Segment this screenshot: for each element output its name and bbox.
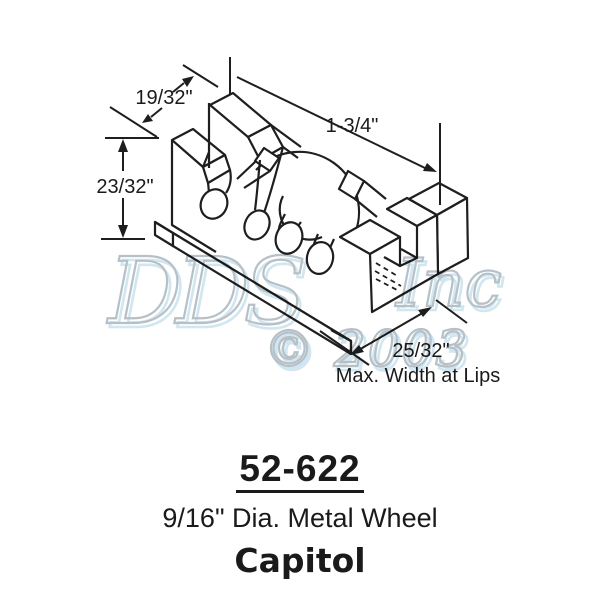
dim-label-height: 23/32" xyxy=(96,176,153,198)
left-bracket xyxy=(170,91,285,253)
arrowhead xyxy=(118,139,128,152)
dim-label-width: 1-3/4" xyxy=(326,115,379,137)
watermark-copyright: © 2003 xyxy=(264,320,469,378)
brand-name: Capitol xyxy=(234,541,366,580)
wheel-right-clip xyxy=(337,169,366,201)
arrowhead xyxy=(118,225,128,238)
dim-label-lip-caption: Max. Width at Lips xyxy=(336,365,501,387)
arrowhead xyxy=(182,76,194,87)
part-number: 52-622 xyxy=(0,448,600,493)
watermark-name: DDS xyxy=(106,238,303,345)
watermark-name-glow: DDS xyxy=(109,242,306,349)
isometric-part-drawing: 19/32" 23/32" 1-3/4" 25/32" Max. Width a… xyxy=(96,57,506,387)
wheel xyxy=(236,146,387,241)
dimension-depth xyxy=(109,64,219,138)
watermark-glow: DDS Inc © 2003 xyxy=(108,241,506,384)
arrowhead xyxy=(350,345,364,355)
part-number-text: 52-622 xyxy=(236,449,364,493)
hidden-edges xyxy=(374,262,402,291)
arrowhead xyxy=(423,163,437,172)
part-description: 9/16" Dia. Metal Wheel xyxy=(162,503,438,533)
right-bracket xyxy=(338,181,470,314)
dimension-width xyxy=(229,57,441,205)
arrowhead xyxy=(142,114,153,123)
watermark-suffix-glow: Inc xyxy=(398,249,505,326)
watermark: DDS Inc © 2003 DDS Inc © 2003 xyxy=(105,237,506,384)
dim-label-depth: 19/32" xyxy=(135,87,192,109)
dimension-height xyxy=(101,137,159,240)
arrowhead xyxy=(418,307,432,317)
watermark-main: DDS Inc © 2003 xyxy=(105,237,503,379)
watermark-suffix: Inc xyxy=(395,245,502,322)
dim-label-lip-width: 25/32" xyxy=(392,340,449,362)
watermark-copyright-glow: © 2003 xyxy=(267,324,472,382)
dimension-lip-width xyxy=(319,299,468,366)
part-geometry xyxy=(153,91,470,356)
dimension-lines xyxy=(101,57,468,366)
clip-hooks xyxy=(199,146,335,275)
